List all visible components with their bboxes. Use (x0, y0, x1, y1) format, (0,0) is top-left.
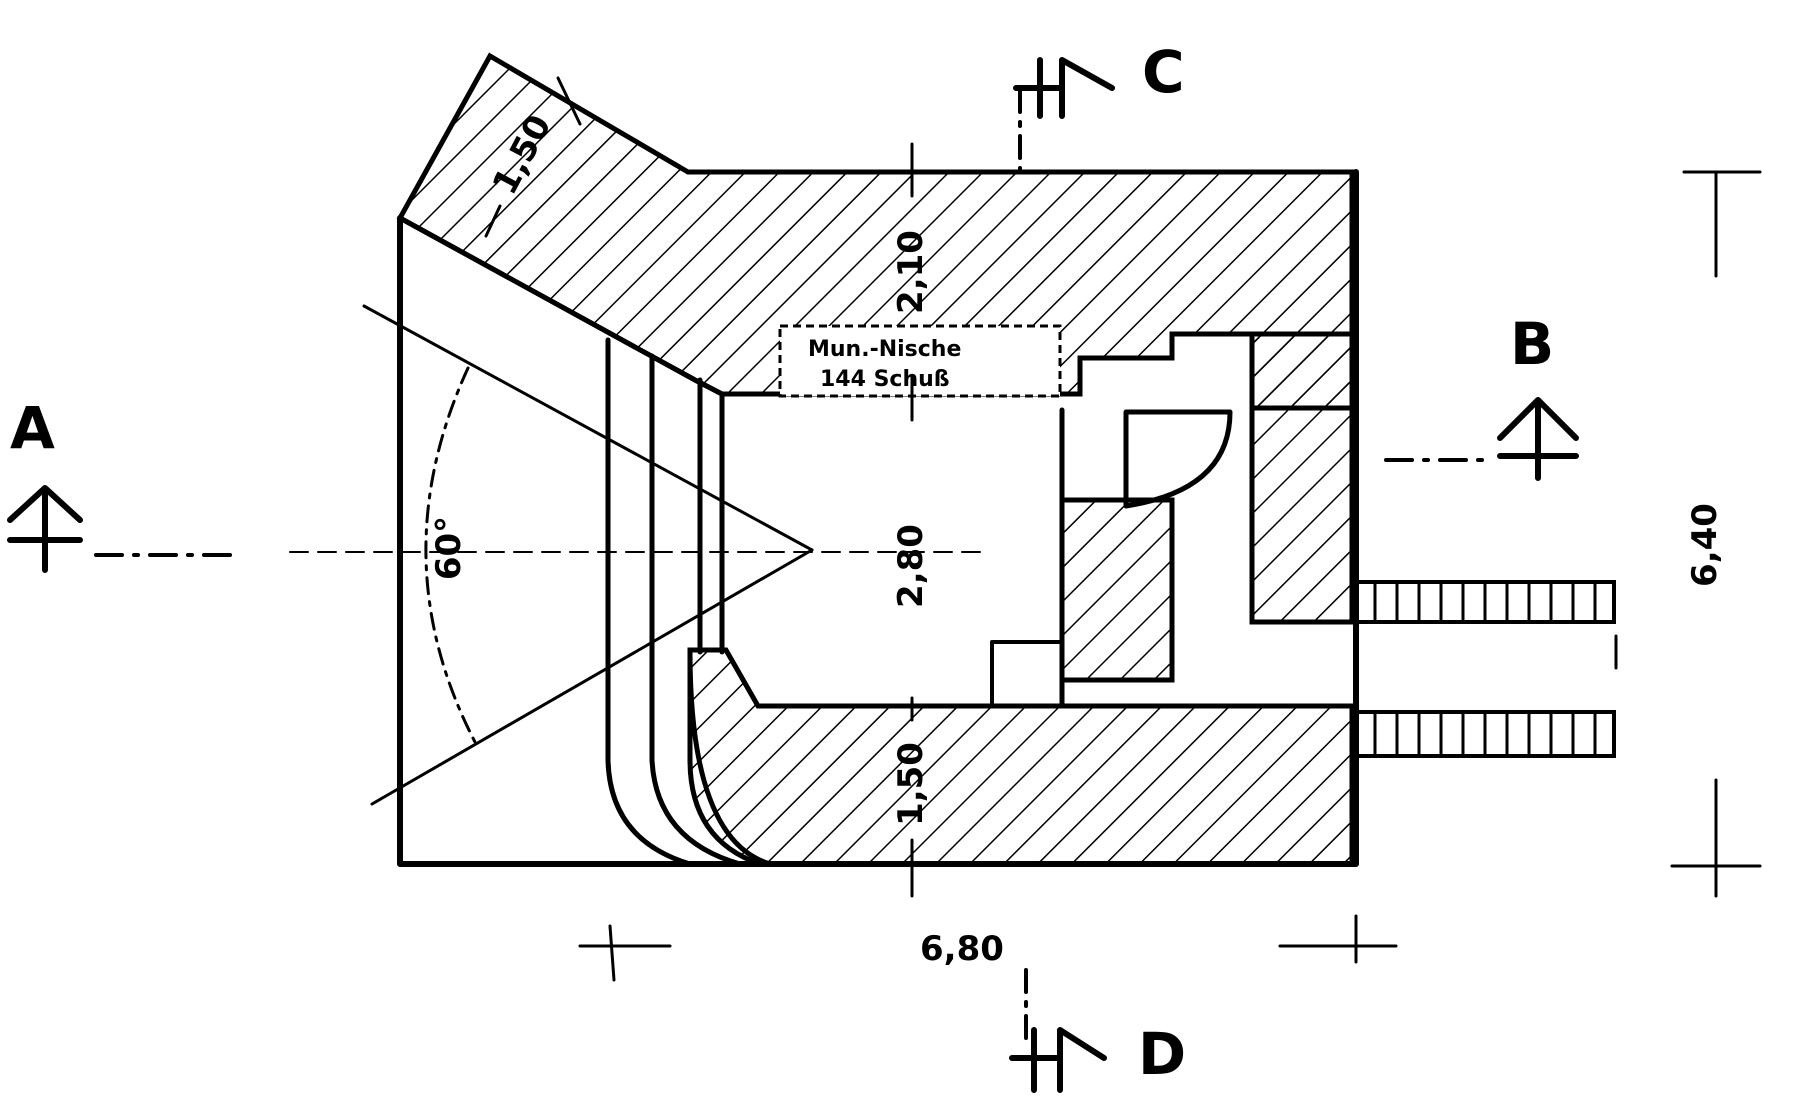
bottom-wall-hatch (687, 647, 1355, 867)
dimension-lines (484, 76, 1762, 982)
section-label-c: C (1142, 38, 1185, 106)
section-marker-d: D (1009, 968, 1186, 1093)
dim-field-of-fire: 60° (429, 516, 469, 580)
bunker-outline (397, 169, 1359, 867)
lower-brick-wall (1354, 710, 1616, 758)
door-swing (1123, 409, 1233, 509)
right-wall-hatch (1249, 331, 1355, 625)
section-label-a: A (10, 394, 55, 462)
section-marker-a: A (7, 394, 234, 573)
dim-depth: 6,40 (1685, 503, 1725, 587)
inner-block-hatch (1059, 497, 1175, 683)
upper-brick-wall (1354, 580, 1616, 624)
ammo-niche-label: Mun.-Nische 144 Schuß (808, 337, 961, 392)
section-marker-b: B (1384, 310, 1579, 481)
niche-line2: 144 Schuß (820, 367, 950, 392)
dim-top-wall: 2,10 (891, 230, 931, 314)
niche-line1: Mun.-Nische (808, 337, 961, 362)
section-label-d: D (1138, 1020, 1186, 1088)
niche-box (778, 324, 1062, 398)
field-of-fire (289, 304, 991, 806)
entrance-passage (1354, 580, 1616, 758)
section-label-b: B (1510, 310, 1554, 378)
dim-room-depth: 2,80 (891, 524, 931, 608)
dim-bottom-wall: 1,50 (891, 742, 931, 826)
concrete-walls (396, 52, 1355, 867)
dim-width: 6,80 (920, 929, 1004, 969)
section-marker-c: C (1013, 38, 1185, 174)
